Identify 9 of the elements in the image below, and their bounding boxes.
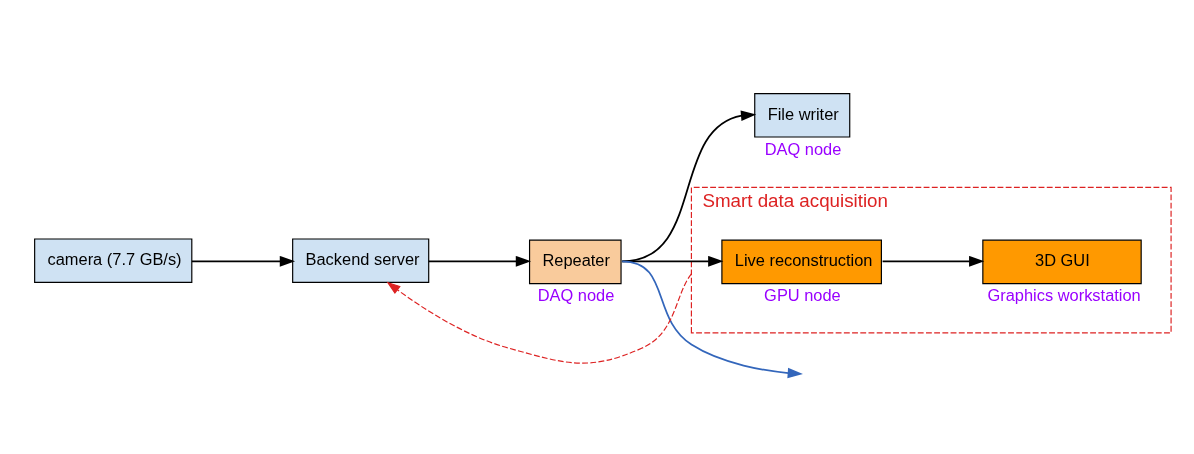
arrow [881, 255, 985, 267]
node-label: Graphics workstation [987, 285, 1141, 304]
arrow [621, 259, 803, 378]
arrow [386, 272, 692, 364]
arrow [191, 255, 296, 267]
arrow [427, 255, 532, 267]
node-label: GPU node [764, 285, 841, 304]
node-label: DAQ node [764, 139, 842, 158]
node-label: DAQ node [537, 285, 615, 304]
